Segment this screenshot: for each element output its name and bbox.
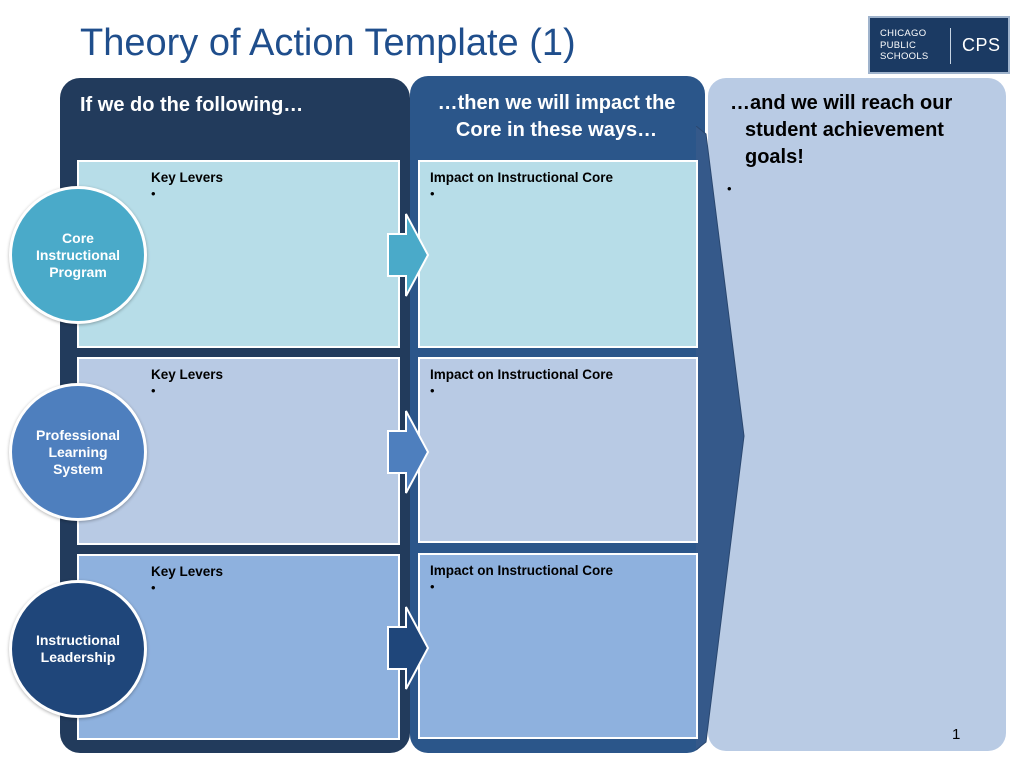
circle-instructional-leadership: Instructional Leadership <box>9 580 147 718</box>
left-column-header: If we do the following… <box>80 94 304 116</box>
right-column-header: …and we will reach our student achieveme… <box>730 90 1000 171</box>
circle-label: Professional Learning System <box>35 426 121 477</box>
middle-column-header: …then we will impact the Core in these w… <box>437 92 676 141</box>
circle-core-instructional-program: Core Instructional Program <box>9 186 147 324</box>
impact-box-1[interactable]: Impact on Instructional Core • <box>418 160 698 348</box>
row-arrow-icon-2 <box>387 410 430 494</box>
right-header-line-2: student achievement <box>745 119 944 141</box>
circle-label: Instructional Leadership <box>35 632 120 665</box>
impact-bullet: • <box>430 186 435 201</box>
right-header-line-1: …and we will reach our <box>730 92 953 114</box>
logo-line-1: CHICAGO <box>880 28 927 39</box>
circle-professional-learning-system: Professional Learning System <box>9 383 147 521</box>
row-arrow-icon-1 <box>387 213 430 297</box>
logo-text: CHICAGO PUBLIC SCHOOLS <box>880 28 929 63</box>
key-levers-bullet: • <box>151 186 156 201</box>
impact-bullet: • <box>430 383 435 398</box>
right-header-line-3: goals! <box>745 146 804 168</box>
impact-label: Impact on Instructional Core <box>430 367 614 382</box>
logo-line-3: SCHOOLS <box>880 51 929 62</box>
impact-bullet: • <box>430 579 435 594</box>
logo-divider <box>950 28 951 64</box>
impact-box-3[interactable]: Impact on Instructional Core • <box>418 553 698 739</box>
row-arrow-icon-3 <box>387 606 430 690</box>
key-levers-bullet: • <box>151 383 156 398</box>
key-levers-label: Key Levers <box>151 367 224 382</box>
impact-box-2[interactable]: Impact on Instructional Core • <box>418 357 698 543</box>
right-column-panel <box>708 78 1006 751</box>
right-column-bullet: • <box>727 181 732 196</box>
logo-line-2: PUBLIC <box>880 39 917 51</box>
key-levers-bullet: • <box>151 580 156 595</box>
page-number: 1 <box>952 726 961 743</box>
big-chevron-arrow <box>696 126 745 750</box>
key-levers-label: Key Levers <box>151 170 224 185</box>
logo-abbr: CPS <box>962 35 1001 55</box>
slide-title: Theory of Action Template (1) <box>80 22 576 64</box>
cps-logo: CHICAGO PUBLIC SCHOOLS CPS <box>868 16 1010 74</box>
impact-label: Impact on Instructional Core <box>430 170 614 185</box>
circle-label: Core Instructional Program <box>35 229 120 280</box>
key-levers-label: Key Levers <box>151 564 224 579</box>
impact-label: Impact on Instructional Core <box>430 563 614 578</box>
